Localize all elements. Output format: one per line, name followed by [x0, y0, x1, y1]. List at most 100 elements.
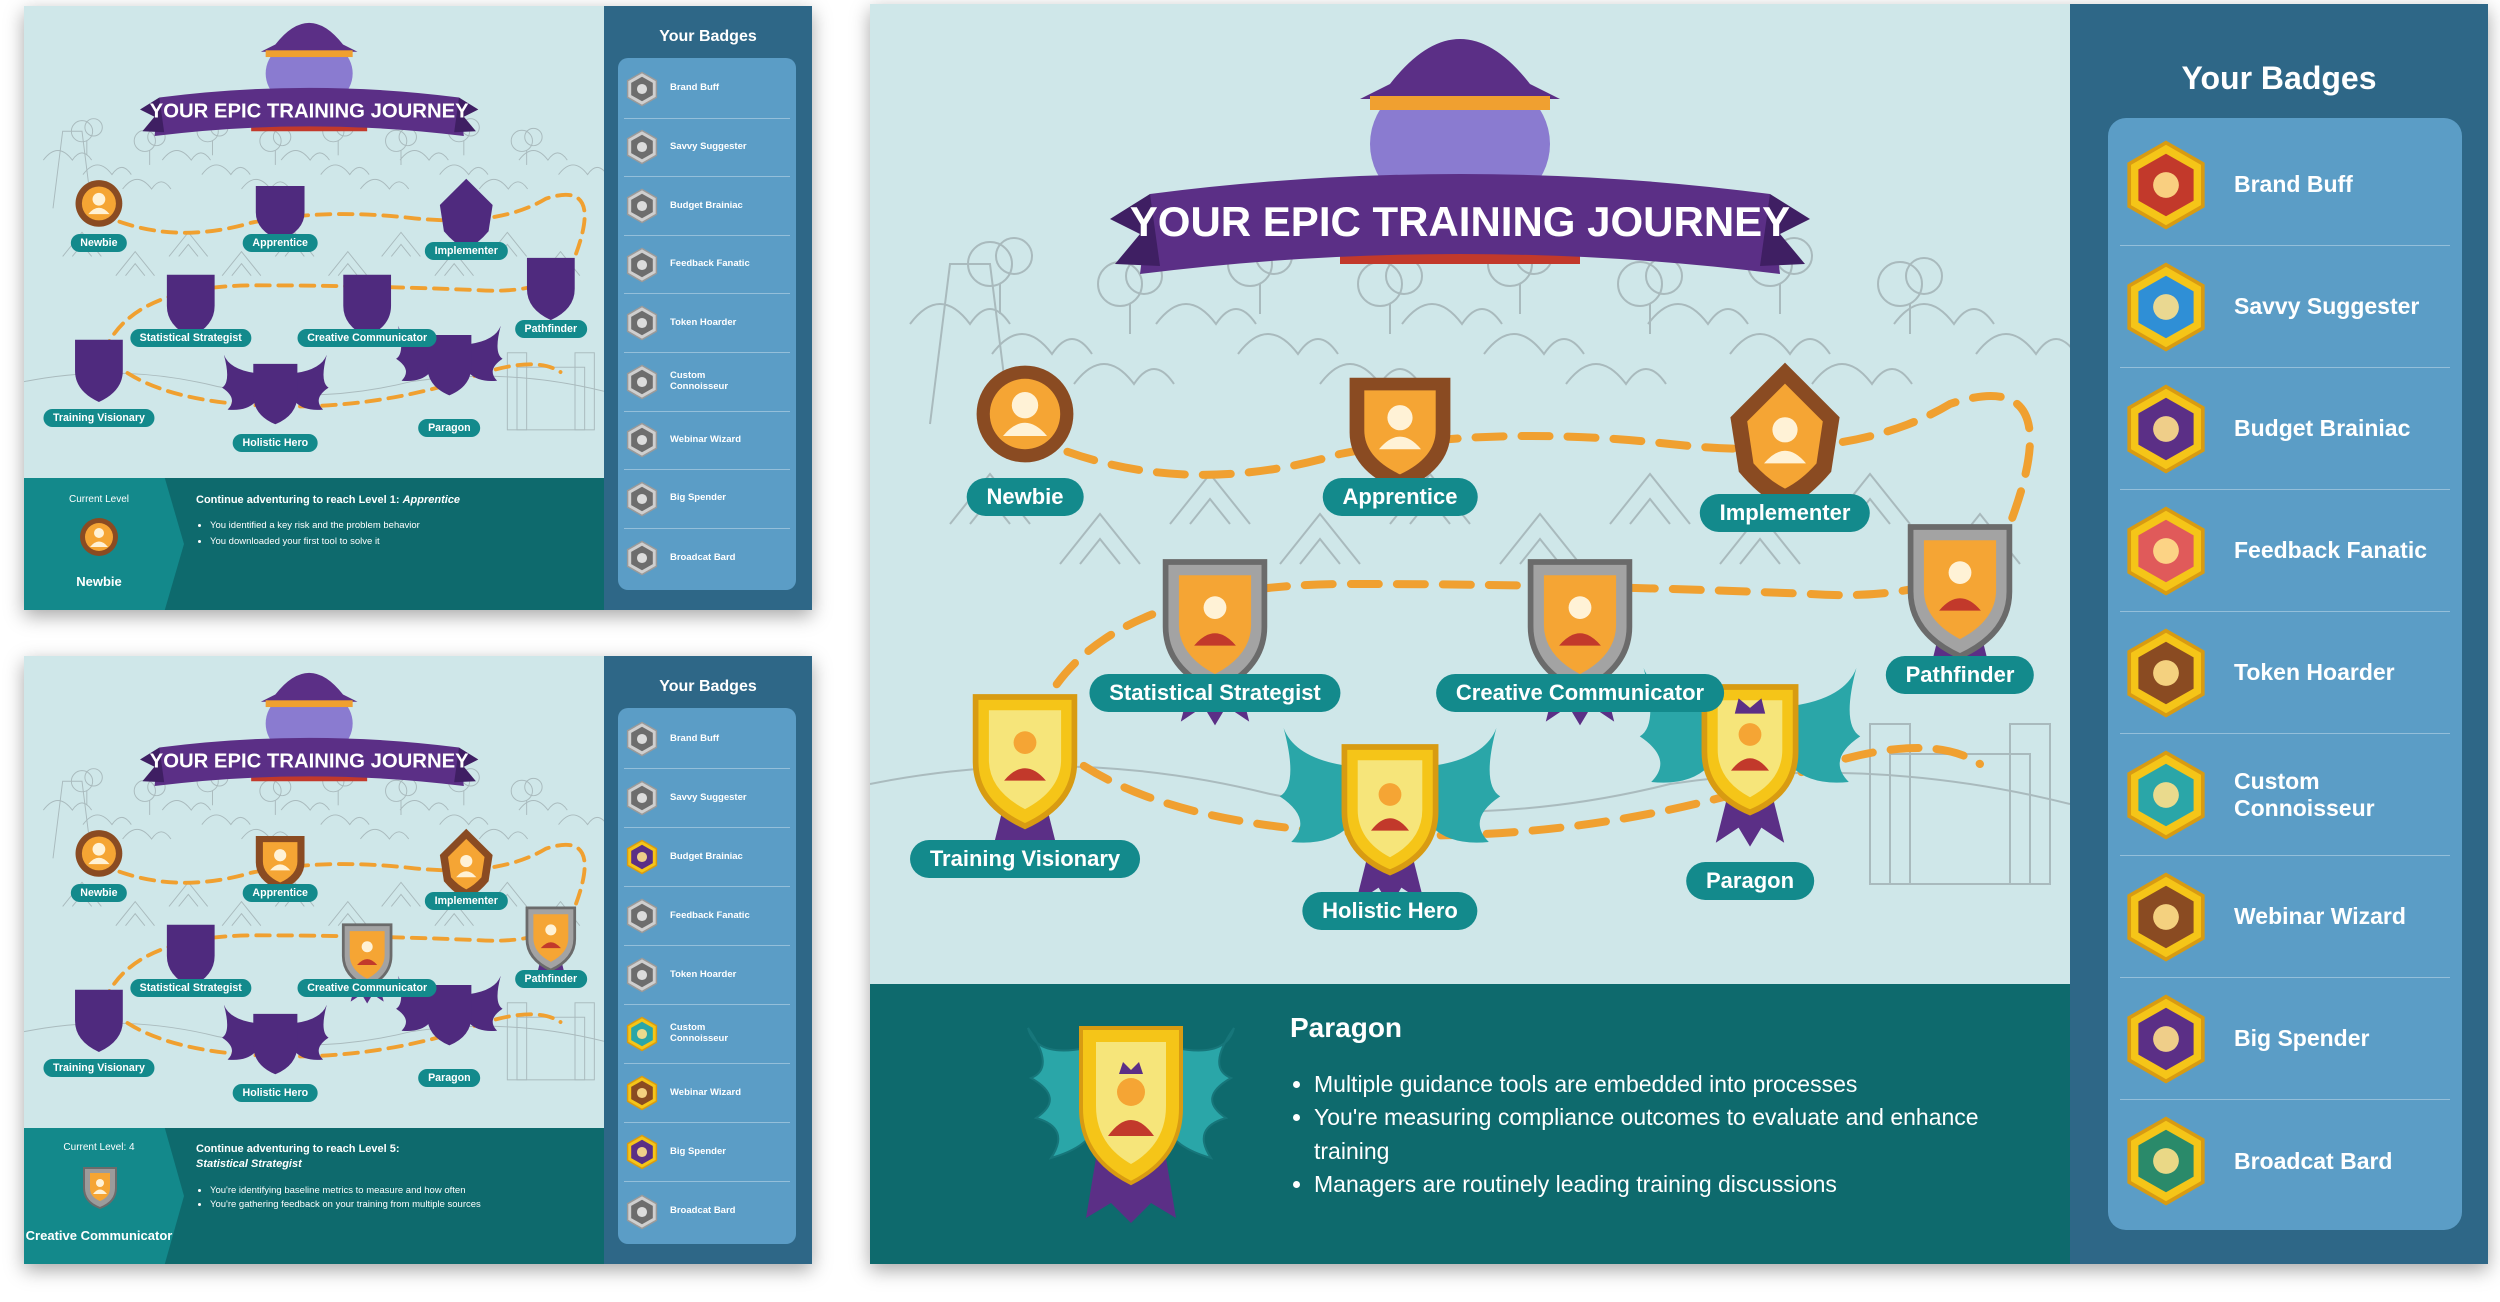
level-label-implementer: Implementer	[425, 892, 508, 910]
journey-title: YOUR EPIC TRAINING JOURNEY	[150, 101, 469, 123]
badge-list: Brand Buff Savvy Suggester Budget Braini…	[618, 708, 796, 1244]
level-node-diamond[interactable]	[439, 828, 493, 900]
level-label-holistic-hero: Holistic Hero	[1302, 892, 1478, 931]
badge-item-big-spender[interactable]: Big Spender	[624, 470, 790, 529]
brain-chart-icon	[626, 839, 658, 875]
level-node-silver[interactable]	[166, 924, 215, 987]
map-illustration: YOUR EPIC TRAINING JOURNEY	[24, 22, 604, 431]
badge-item-broadcat-bard[interactable]: Broadcat Bard	[624, 529, 790, 588]
badge-item-budget-brainiac[interactable]: Budget Brainiac	[2120, 368, 2450, 490]
muscle-icon	[626, 71, 658, 107]
title-banner	[140, 22, 479, 137]
badge-label: Token Hoarder	[670, 316, 737, 328]
creative-communicator-level-icon	[83, 1167, 117, 1210]
journey-title: YOUR EPIC TRAINING JOURNEY	[1130, 198, 1790, 245]
badge-item-broadcat-bard[interactable]: Broadcat Bard	[624, 1182, 790, 1241]
level-node-circle[interactable]	[976, 365, 1074, 463]
badge-list: Brand Buff Savvy Suggester Budget Braini…	[2108, 118, 2462, 1230]
lightbulb-icon	[626, 780, 658, 816]
badge-item-feedback-fanatic[interactable]: Feedback Fanatic	[624, 887, 790, 946]
level-label-apprentice: Apprentice	[1322, 478, 1478, 517]
badge-item-brand-buff[interactable]: Brand Buff	[624, 710, 790, 769]
badge-label: Webinar Wizard	[670, 1086, 741, 1098]
current-level-box: Current Level: 4 Creative Communicator	[24, 1128, 184, 1264]
badge-item-big-spender[interactable]: Big Spender	[2120, 978, 2450, 1100]
badge-label: Brand Buff	[670, 732, 720, 744]
badge-label: Big Spender	[670, 492, 726, 504]
level-node-winged[interactable]	[1279, 728, 1501, 907]
megaphone-icon	[626, 898, 658, 934]
wizard-icon	[626, 422, 658, 458]
level-node-silver[interactable]	[343, 274, 392, 337]
level-node-shield[interactable]	[255, 186, 305, 241]
level-node-circle[interactable]	[75, 180, 123, 227]
treasure-chest-icon	[2127, 628, 2205, 717]
badge-item-feedback-fanatic[interactable]: Feedback Fanatic	[2120, 490, 2450, 612]
level-label-training-visionary: Training Visionary	[43, 408, 155, 427]
badge-item-token-hoarder[interactable]: Token Hoarder	[2120, 612, 2450, 734]
level-node-winged[interactable]	[222, 354, 329, 425]
level-node-winged-crown[interactable]	[396, 325, 503, 396]
newbie-level-icon	[80, 518, 118, 556]
level-node-diamond[interactable]	[1730, 362, 1840, 510]
badge-label: Webinar Wizard	[2234, 903, 2406, 930]
badge-item-custom-connoisseur[interactable]: Custom Connoisseur	[2120, 734, 2450, 856]
badge-item-webinar-wizard[interactable]: Webinar Wizard	[2120, 856, 2450, 978]
journey-title: YOUR EPIC TRAINING JOURNEY	[150, 751, 469, 773]
level-node-silver[interactable]	[166, 274, 215, 337]
lightbulb-icon	[2127, 262, 2205, 351]
badge-item-budget-brainiac[interactable]: Budget Brainiac	[624, 177, 790, 236]
brain-chart-icon	[2127, 384, 2205, 473]
badge-item-brand-buff[interactable]: Brand Buff	[624, 60, 790, 119]
badge-label: Custom Connoisseur	[670, 369, 729, 392]
level-footer: Current Level Newbie Continue adventurin…	[24, 478, 604, 610]
badge-label: Brand Buff	[670, 82, 720, 94]
level-node-diamond[interactable]	[439, 178, 493, 250]
badge-item-savvy-suggester[interactable]: Savvy Suggester	[624, 119, 790, 178]
badge-item-feedback-fanatic[interactable]: Feedback Fanatic	[624, 236, 790, 295]
wizard-icon	[2127, 872, 2205, 961]
level-node-gold[interactable]	[75, 339, 123, 402]
level-label-newbie: Newbie	[70, 234, 128, 253]
level-node-silver[interactable]	[1162, 559, 1268, 726]
badge-item-budget-brainiac[interactable]: Budget Brainiac	[624, 828, 790, 887]
badge-label: Webinar Wizard	[670, 433, 741, 445]
badge-item-broadcat-bard[interactable]: Broadcat Bard	[2120, 1100, 2450, 1222]
badge-item-savvy-suggester[interactable]: Savvy Suggester	[624, 769, 790, 828]
badge-label: Token Hoarder	[670, 968, 737, 980]
badge-label: Broadcat Bard	[670, 551, 736, 563]
badge-item-brand-buff[interactable]: Brand Buff	[2120, 124, 2450, 246]
next-level-heading: Continue adventuring to reach Level 1: A…	[196, 494, 460, 506]
badge-item-token-hoarder[interactable]: Token Hoarder	[624, 294, 790, 353]
level-node-gold[interactable]	[972, 694, 1078, 861]
badge-item-token-hoarder[interactable]: Token Hoarder	[624, 946, 790, 1005]
level-label-paragon: Paragon	[1686, 862, 1814, 901]
current-level-name: Creative Communicator	[25, 1228, 173, 1243]
heading-level: Apprentice	[402, 494, 461, 506]
badge-item-custom-connoisseur[interactable]: Custom Connoisseur	[624, 353, 790, 412]
muscle-icon	[2127, 140, 2205, 229]
level-node-shield[interactable]	[255, 836, 305, 891]
level-label-training-visionary: Training Visionary	[43, 1058, 155, 1077]
paragon-level-badge-icon	[1027, 1026, 1235, 1223]
current-level-label: Current Level: 4	[63, 1142, 135, 1153]
badge-label: Feedback Fanatic	[670, 258, 750, 270]
badge-item-big-spender[interactable]: Big Spender	[624, 1123, 790, 1182]
level-label-paragon: Paragon	[418, 1069, 481, 1088]
level-node-silver[interactable]	[526, 257, 575, 321]
badge-item-custom-connoisseur[interactable]: Custom Connoisseur	[624, 1005, 790, 1064]
badge-item-savvy-suggester[interactable]: Savvy Suggester	[2120, 246, 2450, 368]
level-node-shield[interactable]	[1349, 377, 1451, 492]
level-node-gold[interactable]	[75, 989, 123, 1052]
badge-item-webinar-wizard[interactable]: Webinar Wizard	[624, 412, 790, 471]
level-node-circle[interactable]	[75, 830, 123, 877]
level-label-creative-communicator: Creative Communicator	[297, 978, 437, 997]
lute-icon	[626, 540, 658, 576]
brain-chart-icon	[626, 188, 658, 224]
badge-item-webinar-wizard[interactable]: Webinar Wizard	[624, 1064, 790, 1123]
badge-label: Token Hoarder	[2234, 659, 2395, 686]
level-label-newbie: Newbie	[966, 478, 1084, 517]
requirement-item: Multiple guidance tools are embedded int…	[1314, 1068, 2014, 1101]
level-label-holistic-hero: Holistic Hero	[232, 433, 318, 452]
level-node-winged[interactable]	[222, 1004, 329, 1075]
